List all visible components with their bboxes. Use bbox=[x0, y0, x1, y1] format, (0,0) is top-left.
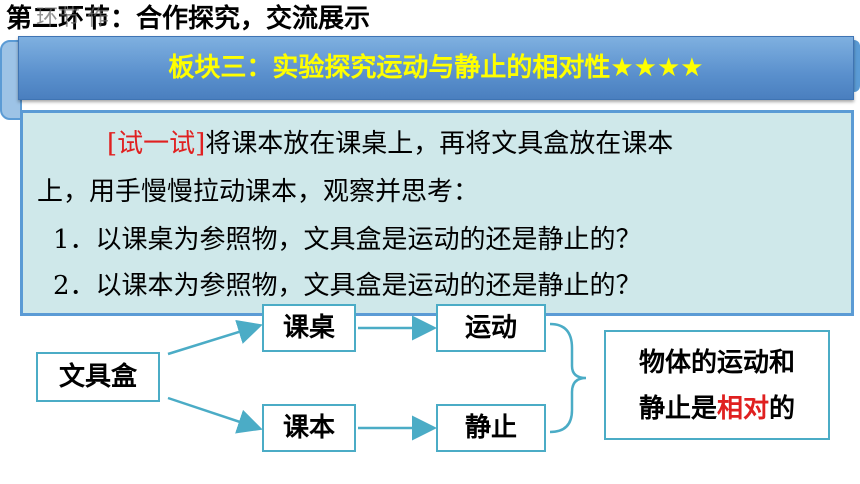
section-heading: 第二环节：合作探究，交流展示 环节 作 bbox=[6, 0, 370, 38]
conclusion-line-2: 静止是相对的 bbox=[606, 386, 828, 432]
task-line-2: 上，用手慢慢拉动课本，观察并思考： bbox=[37, 177, 480, 207]
object-label: 文具盒 bbox=[58, 362, 137, 392]
reference-desk-box: 课桌 bbox=[262, 304, 356, 352]
reference-desk-label: 课桌 bbox=[282, 313, 335, 343]
section-heading-text: 第二环节：合作探究，交流展示 bbox=[6, 4, 371, 34]
scroll-curl-right bbox=[850, 40, 860, 92]
arrow-to-desk bbox=[167, 320, 263, 356]
reference-book-label: 课本 bbox=[282, 413, 335, 443]
state-static-box: 静止 bbox=[436, 404, 546, 452]
conclusion-box: 物体的运动和 静止是相对的 bbox=[604, 330, 830, 440]
state-moving-box: 运动 bbox=[436, 304, 546, 352]
task-line-1: [试一试]将课本放在课桌上，再将文具盒放在课本 bbox=[107, 123, 673, 160]
arrow-to-book bbox=[167, 396, 263, 434]
try-label: [试一试] bbox=[107, 129, 206, 159]
topic-banner: 板块三：实验探究运动与静止的相对性★★★★ bbox=[18, 36, 854, 100]
task-panel: [试一试]将课本放在课桌上，再将文具盒放在课本 上，用手慢慢拉动课本，观察并思考… bbox=[20, 110, 854, 316]
task-line-1-text: 将课本放在课桌上，再将文具盒放在课本 bbox=[205, 129, 674, 159]
state-moving-label: 运动 bbox=[464, 313, 517, 343]
state-static-label: 静止 bbox=[464, 413, 517, 443]
question-2: 2．以课本为参照物，文具盒是运动的还是静止的？ bbox=[53, 271, 642, 301]
conclusion-highlight: 相对 bbox=[716, 394, 769, 424]
banner-title: 板块三：实验探究运动与静止的相对性★★★★ bbox=[168, 53, 704, 83]
conclusion-post: 的 bbox=[769, 394, 796, 424]
overlapping-text: 环节 作 bbox=[36, 6, 109, 31]
conclusion-line-1: 物体的运动和 bbox=[638, 348, 795, 378]
question-1: 1．以课桌为参照物，文具盒是运动的还是静止的？ bbox=[53, 225, 642, 255]
conclusion-pre: 静止是 bbox=[638, 394, 717, 424]
reference-book-box: 课本 bbox=[262, 404, 356, 452]
object-box: 文具盒 bbox=[36, 352, 160, 402]
curly-brace bbox=[549, 322, 587, 434]
